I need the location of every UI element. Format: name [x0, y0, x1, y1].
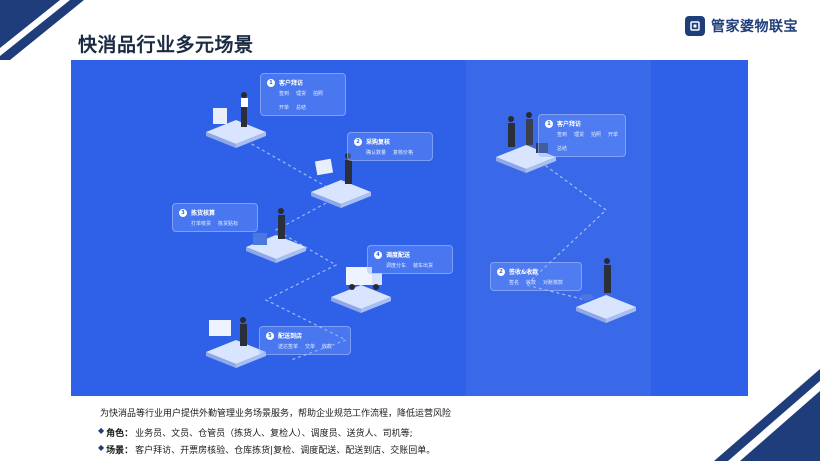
diamond-bullet-icon: ◆	[98, 426, 105, 435]
roles-line: ◆ 角色： 业务员、文员、仓管员（拣货人、复检人）、调度员、送货人、司机等;	[98, 426, 413, 439]
card-item: 拣货贴标	[218, 221, 239, 227]
scenes-text: 客户拜访、开票房核验、仓库拣货|复检、调度配送、配送到店、交账回单。	[135, 446, 436, 456]
card-item: 确认数量	[366, 150, 387, 156]
card-item: 签名	[509, 280, 520, 286]
card-title: 配送到店	[278, 333, 303, 340]
card-title: 客户拜访	[557, 121, 582, 128]
scene-picking	[246, 208, 306, 263]
scene-purchase-review	[311, 153, 371, 208]
card-item: 收款	[322, 344, 333, 350]
scene-right-visit	[496, 112, 556, 173]
card-item: 签到	[557, 132, 568, 138]
diamond-bullet-icon: ◆	[98, 443, 105, 452]
card-item: 复核价格	[393, 150, 414, 156]
brand: 管家婆物联宝	[685, 16, 798, 36]
card-item: 打单核货	[191, 221, 212, 227]
card-item: 对账核款	[543, 280, 564, 286]
card-item: 总结	[296, 105, 307, 111]
page-title: 快消品行业多元场景	[78, 34, 254, 56]
card-item: 拍照	[591, 132, 602, 138]
scenes-line: ◆ 场景： 客户拜访、开票房核验、仓库拣货|复检、调度配送、配送到店、交账回单。	[98, 443, 435, 456]
scene-signing-payment	[576, 258, 636, 323]
card-item: 送达签单	[278, 344, 299, 350]
card-item: 总结	[557, 146, 568, 152]
scene-customer-visit	[206, 92, 266, 148]
card-item: 开单	[279, 105, 290, 111]
roles-text: 业务员、文员、仓管员（拣货人、复检人）、调度员、送货人、司机等;	[135, 429, 413, 439]
corner-stripes-bottom-right	[714, 369, 820, 461]
corner-stripes-top-left	[0, 0, 84, 60]
brand-logo-icon	[685, 16, 705, 36]
card-item: 开单	[608, 132, 619, 138]
card-item: 理货	[574, 132, 585, 138]
card-item: 签到	[279, 91, 290, 97]
card-title: 调度配送	[386, 252, 411, 259]
brand-name: 管家婆物联宝	[711, 19, 798, 35]
card-item: 调度分车	[386, 263, 407, 269]
summary-text: 为快消品等行业用户提供外勤管理业务场景服务，帮助企业规范工作流程，降低运营风险	[100, 409, 452, 419]
card-item: 理货	[296, 91, 307, 97]
scenes-label: 场景：	[106, 446, 134, 456]
scene-dispatch-truck	[331, 267, 391, 313]
scene-delivery	[206, 317, 266, 368]
card-title: 拣货核算	[191, 210, 216, 217]
card-item: 装车出货	[413, 263, 434, 269]
roles-label: 角色：	[106, 429, 134, 439]
card-title: 签收&收款	[509, 269, 539, 276]
card-item: 收款	[526, 280, 537, 286]
card-title: 采购复核	[366, 139, 391, 146]
card-title: 客户拜访	[279, 80, 304, 87]
card-item: 拍照	[313, 91, 324, 97]
card-item: 交单	[305, 344, 316, 350]
